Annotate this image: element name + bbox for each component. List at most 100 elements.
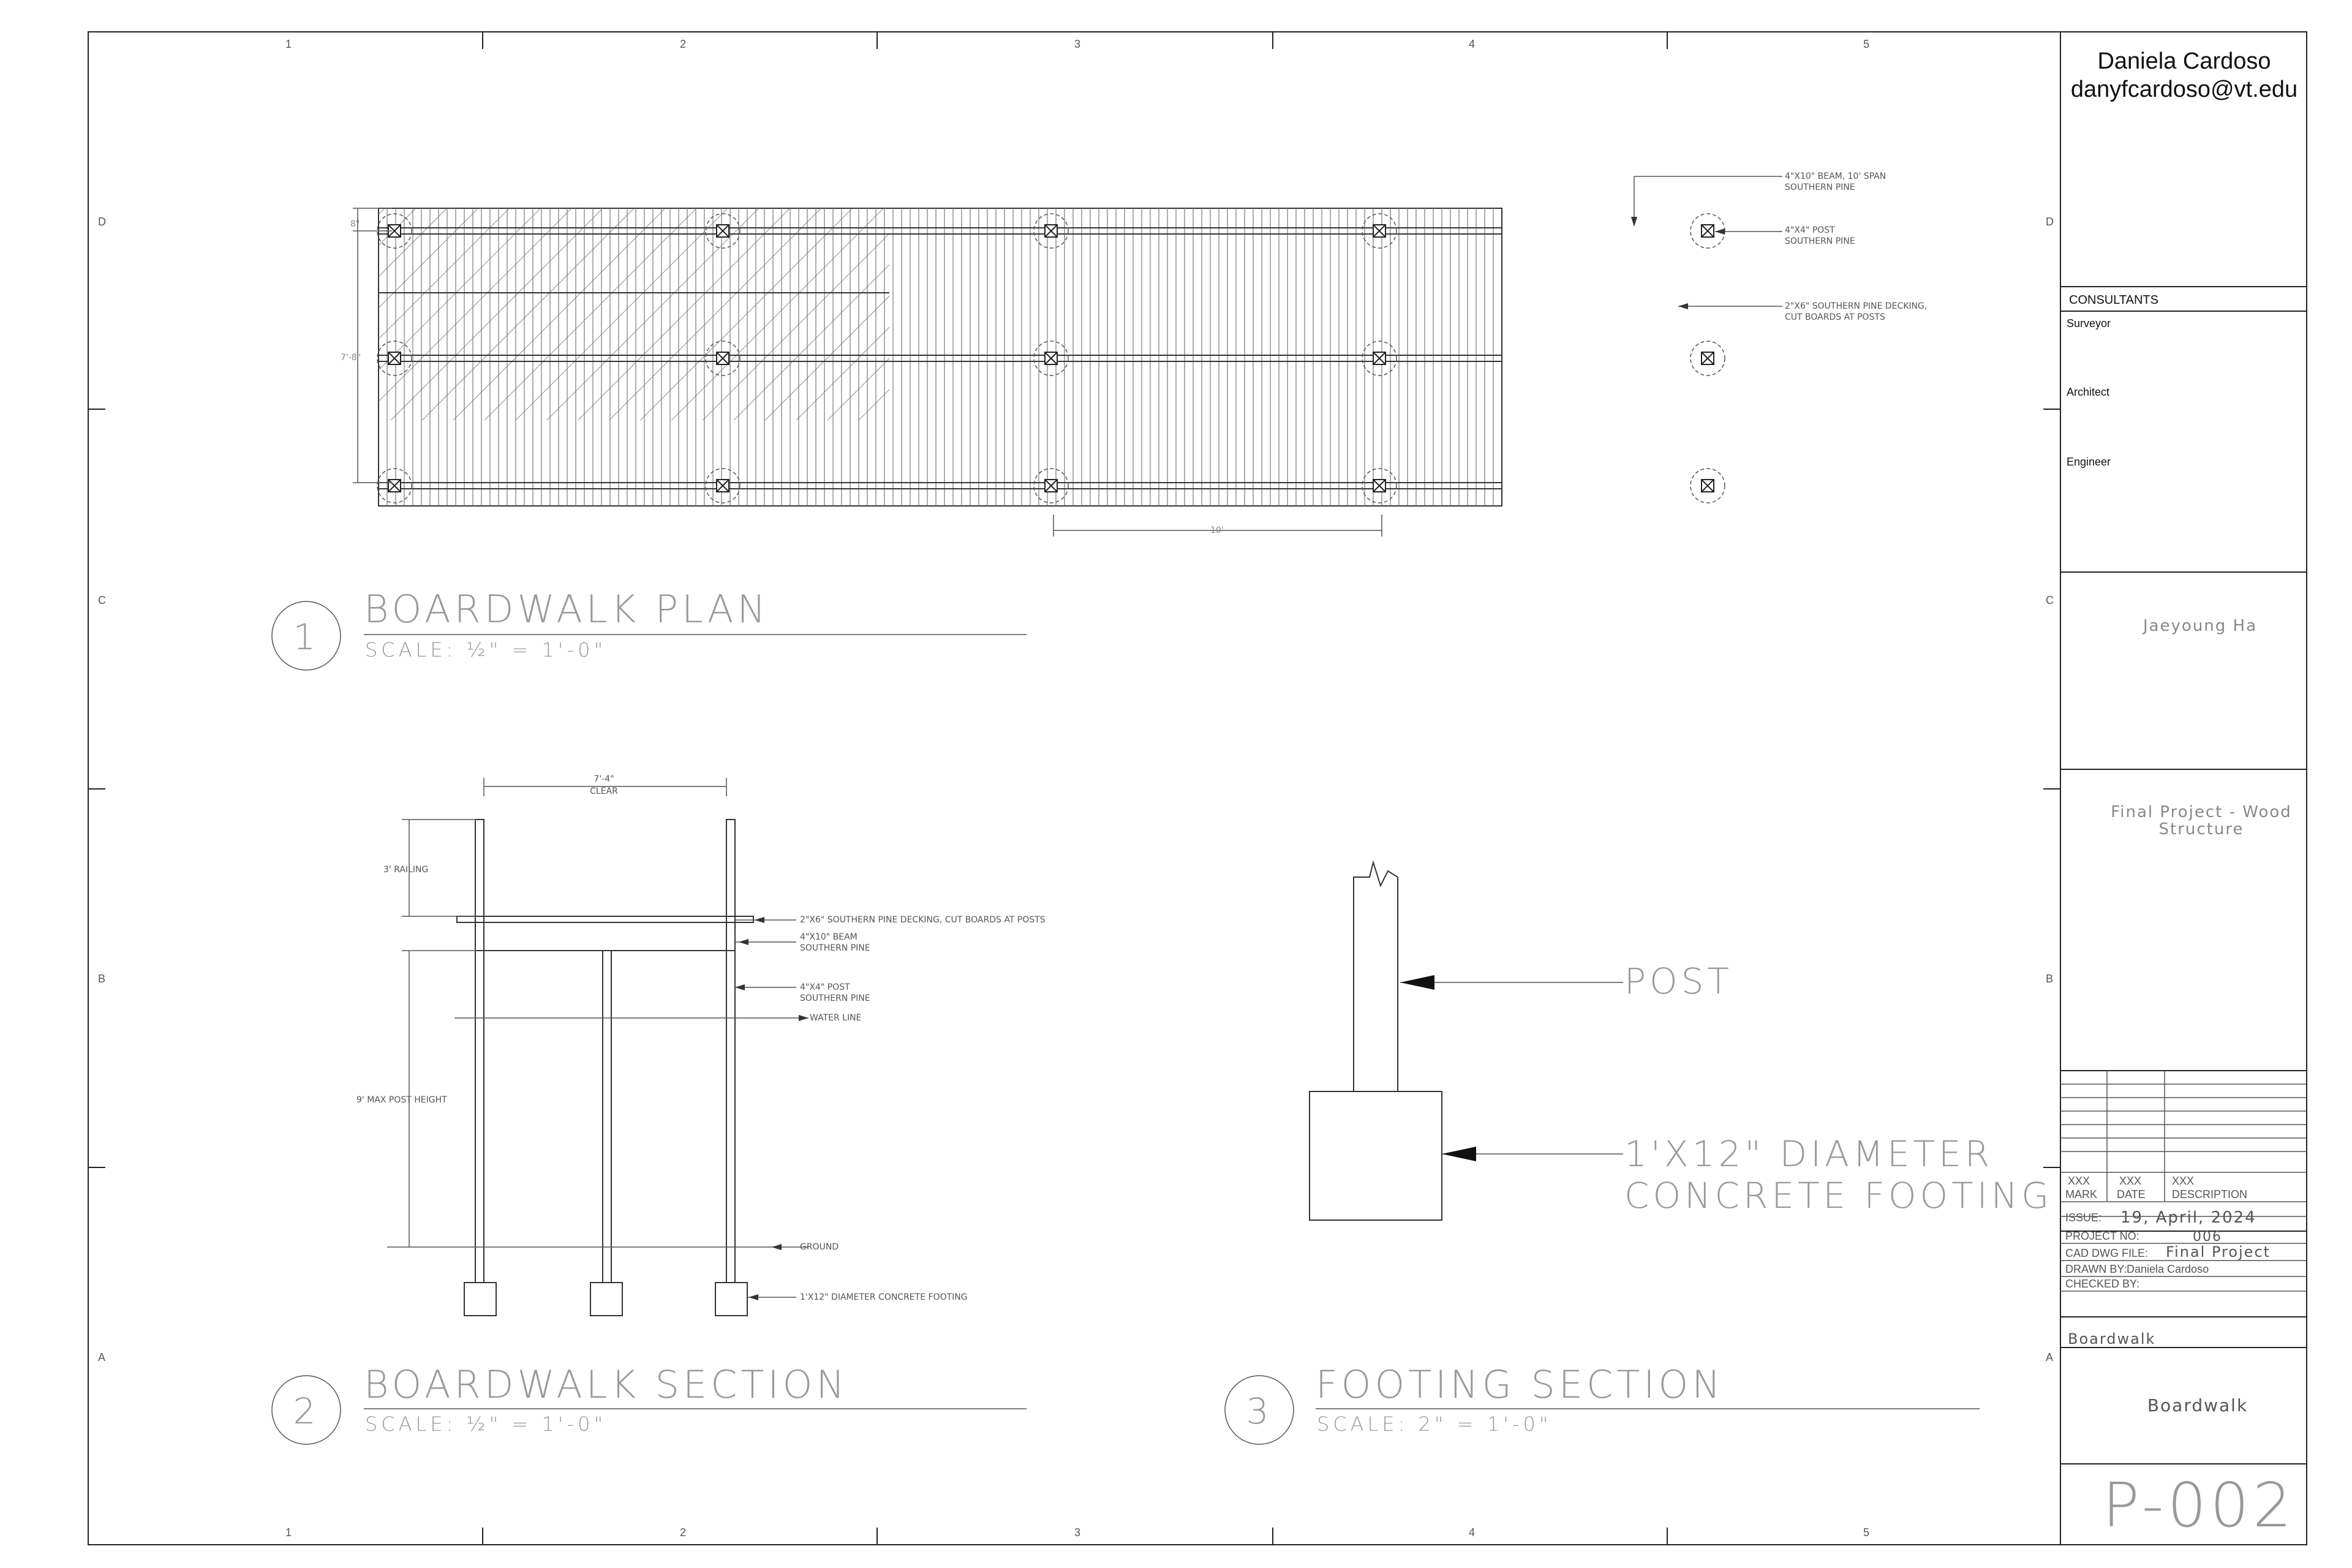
drawn-by-value: Daniela Cardoso <box>2127 1263 2209 1275</box>
sec-note-water: WATER LINE <box>810 1013 861 1023</box>
plan-beams <box>379 227 1502 489</box>
section-posts <box>456 819 754 1316</box>
footing-title: FOOTING SECTION <box>1316 1362 1724 1407</box>
author-name: Daniela Cardoso <box>2097 48 2271 74</box>
project-no-value: 006 <box>2193 1229 2222 1245</box>
plan-dim-left <box>353 208 392 483</box>
footing-section: POST 1'X12" DIAMETER CONCRETE FOOTING 3 … <box>1224 860 2049 1445</box>
sec-arrow-5 <box>772 1244 782 1250</box>
post-cross <box>1044 224 1058 238</box>
col-label-5-bottom: 5 <box>1863 1526 1869 1539</box>
section-scale: SCALE: ½" = 1'-0" <box>365 1412 606 1436</box>
col-label-3-bottom: 3 <box>1074 1526 1080 1539</box>
project-no-label: PROJECT NO: <box>2065 1230 2139 1242</box>
sec-note-post-2: SOUTHERN PINE <box>800 993 870 1003</box>
plan-hatch-area <box>379 208 889 420</box>
plan-scale: SCALE: ½" = 1'-0" <box>365 638 606 662</box>
sec-note-beam-1: 4"X10" BEAM <box>800 932 858 942</box>
sec-arrow-2 <box>739 939 748 945</box>
footing-block <box>1309 1091 1442 1221</box>
plan-dim-width: 7'-8" <box>341 353 361 363</box>
rev-desc-value: XXX <box>2172 1175 2194 1187</box>
post-footprint <box>1033 341 1069 376</box>
plan-title: BOARDWALK PLAN <box>364 587 769 631</box>
sec-arrow-3 <box>735 984 745 990</box>
plan-arrow-beam <box>1631 217 1637 227</box>
consultants-header: CONSULTANTS <box>2069 293 2158 307</box>
footing-arrow-post <box>1400 975 1434 990</box>
title-block: Daniela Cardoso danyfcardoso@vt.edu <box>2060 48 2307 1541</box>
sec-max-post: 9' MAX POST HEIGHT <box>356 1095 447 1105</box>
post-footprint <box>377 341 412 376</box>
sec-dim-clear-1: 7'-4" <box>594 774 614 784</box>
col-label-1-bottom: 1 <box>285 1526 292 1539</box>
sec-note-post-1: 4"X4" POST <box>800 982 850 992</box>
post-cross <box>1044 352 1058 365</box>
plan-dim-top: 8" <box>350 219 360 229</box>
post-cross <box>1701 479 1714 492</box>
footing-post <box>1353 860 1398 1091</box>
plan-note-beam-1: 4"X10" BEAM, 10' SPAN <box>1785 172 1886 181</box>
project-title-2: Structure <box>2159 820 2244 839</box>
sec-note-beam-2: SOUTHERN PINE <box>800 943 870 953</box>
section-lines <box>387 778 809 1298</box>
sheet-subtitle: Boardwalk <box>2068 1330 2155 1348</box>
issue-value: 19, April, 2024 <box>2120 1208 2256 1227</box>
row-label-c-right: C <box>2046 594 2054 606</box>
plan-note-beam-2: SOUTHERN PINE <box>1785 183 1855 192</box>
rev-desc-header: DESCRIPTION <box>2172 1188 2247 1200</box>
plan-note-deck-2: CUT BOARDS AT POSTS <box>1785 312 1885 322</box>
sec-note-ground: GROUND <box>800 1242 839 1252</box>
sec-arrow-6 <box>748 1294 758 1300</box>
deck-boards <box>386 208 1494 506</box>
post-footprint <box>377 468 412 503</box>
footing-label-post: POST <box>1624 960 1733 1002</box>
plan-note-post-1: 4"X4" POST <box>1785 225 1835 235</box>
post-cross <box>1373 479 1386 492</box>
post-cross <box>716 352 729 365</box>
rev-date-value: XXX <box>2119 1175 2141 1187</box>
plan-span-label: 10' <box>1210 526 1224 535</box>
post-cross <box>388 224 401 238</box>
plan-number-circle <box>271 601 341 671</box>
sec-arrow-4 <box>799 1015 809 1021</box>
row-label-c: C <box>98 594 106 606</box>
rev-mark-value: XXX <box>2068 1175 2090 1187</box>
sec-arrow-1 <box>755 917 764 923</box>
col-label-4: 4 <box>1469 38 1475 50</box>
post-footprint <box>1690 468 1725 503</box>
plan-note-post-2: SOUTHERN PINE <box>1785 236 1855 246</box>
rev-mark-header: MARK <box>2065 1188 2097 1200</box>
post-cross <box>1373 224 1386 238</box>
footing-arrow-block <box>1442 1147 1476 1161</box>
col-label-3: 3 <box>1074 38 1080 50</box>
row-label-d-right: D <box>2046 216 2054 228</box>
plan-arrow-deck <box>1678 303 1688 309</box>
rev-date-header: DATE <box>2117 1188 2146 1200</box>
consultant-surveyor: Surveyor <box>2067 317 2111 330</box>
drawn-by-label: DRAWN BY: <box>2065 1263 2127 1275</box>
footing-label-1: 1'X12" DIAMETER <box>1624 1133 1993 1175</box>
post-footprint <box>1033 213 1069 249</box>
cad-file-label: CAD DWG FILE: <box>2065 1247 2148 1259</box>
row-label-a-right: A <box>2046 1351 2053 1363</box>
plan-dim-span <box>1053 514 1382 537</box>
post-footprint <box>1362 468 1397 503</box>
sec-dim-clear-2: CLEAR <box>590 786 618 796</box>
consultant-engineer: Engineer <box>2067 456 2111 468</box>
footing-number-circle <box>1224 1375 1294 1445</box>
sheet-title: Boardwalk <box>2147 1395 2248 1415</box>
post-footprint <box>705 468 741 503</box>
post-footprint <box>1033 468 1069 503</box>
col-label-2: 2 <box>680 38 686 50</box>
post-footprint <box>705 213 741 249</box>
author-email: danyfcardoso@vt.edu <box>2071 77 2297 102</box>
post-cross <box>1373 352 1386 365</box>
section-number-circle <box>271 1375 341 1445</box>
post-cross <box>388 479 401 492</box>
post-footprint <box>1362 341 1397 376</box>
footing-number: 3 <box>1246 1390 1273 1432</box>
row-label-b-right: B <box>2046 973 2053 985</box>
plan-posts <box>377 213 1725 503</box>
